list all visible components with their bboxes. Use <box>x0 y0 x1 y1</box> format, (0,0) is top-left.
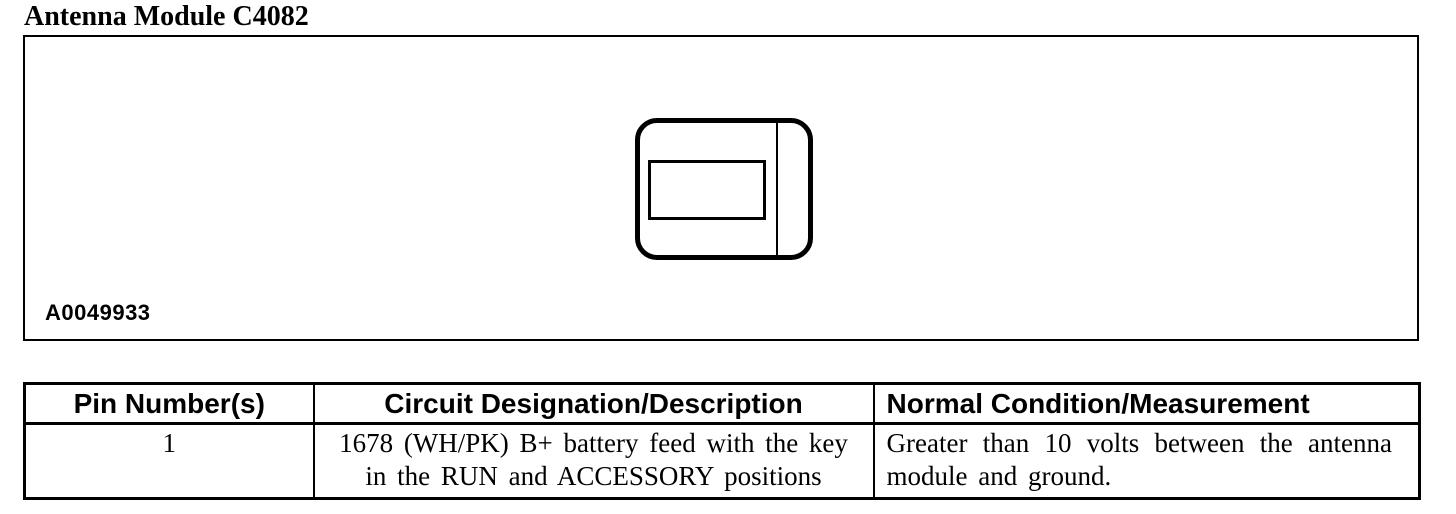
connector-outline <box>635 118 813 260</box>
connector-figure-panel: A0049933 <box>23 35 1419 341</box>
header-pin-number: Pin Number(s) <box>24 383 314 425</box>
connector-cavity <box>648 160 766 220</box>
pin-table: Pin Number(s) Circuit Designation/Descri… <box>23 382 1421 500</box>
cell-normal-condition: Greater than 10 volts between the antenn… <box>873 423 1420 499</box>
header-circuit-designation: Circuit Designation/Description <box>312 383 875 425</box>
cell-circuit-designation: 1678 (WH/PK) B+ battery feed with the ke… <box>312 423 875 499</box>
table-row: 1 1678 (WH/PK) B+ battery feed with the … <box>24 423 1420 499</box>
header-normal-condition: Normal Condition/Measurement <box>873 383 1420 425</box>
cell-pin-number: 1 <box>24 423 314 499</box>
figure-id-label: A0049933 <box>45 300 151 325</box>
connector-divider-line <box>776 123 778 255</box>
page-title: Antenna Module C4082 <box>24 1 309 32</box>
pin-table-header-row: Pin Number(s) Circuit Designation/Descri… <box>24 383 1420 425</box>
